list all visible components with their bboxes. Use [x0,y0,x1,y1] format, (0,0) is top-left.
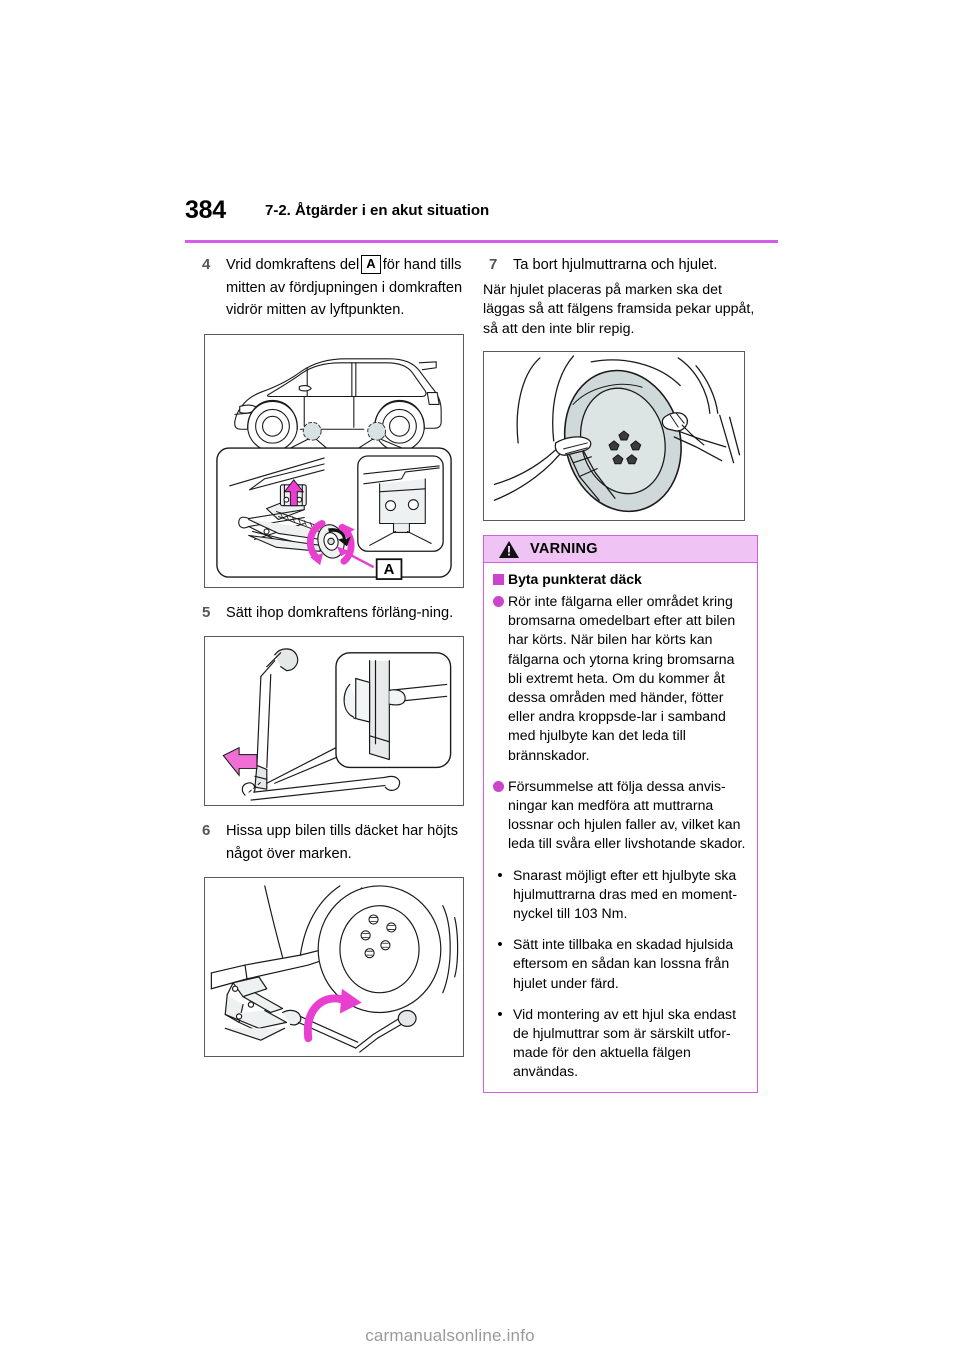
dot-marker-icon [493,596,504,607]
jack-extension-assembly-illustration [204,636,464,806]
dot-marker-icon [493,780,504,792]
warning-bullet-item-text: Sätt inte tillbaka en skadad hjulsida ef… [513,936,734,991]
warning-header: VARNING [484,536,757,563]
header-divider-rule [185,240,778,243]
callout-letter-a-inline: A [361,255,381,274]
warning-bullet-item-text: Snarast möjligt efter ett hjulbyte ska h… [513,866,738,922]
step-5-text: Sätt ihop domkraftens förläng-ning. [226,604,454,621]
step-6-text: Hissa upp bilen tills däcket har höjts n… [226,823,458,862]
step-7: 7 Ta bort hjulmuttrarna och hjulet. [483,254,758,277]
step-4-number: 4 [202,256,211,273]
warning-bullet-item: • Snarast möjligt efter ett hjulbyte ska… [493,866,748,924]
step-5-number: 5 [202,603,211,621]
step-7-number: 7 [489,256,498,273]
warning-bullet-item: • Sätt inte tillbaka en skadad hjulsida … [493,935,748,993]
warning-triangle-icon [499,540,519,558]
warning-subheading-text: Byta punkterat däck [508,571,642,587]
warning-bullet-item-text: Vid montering av ett hjul ska endast de … [513,1005,737,1080]
warning-body: Byta punkterat däck Rör inte fälgarna el… [484,563,757,1092]
warning-title: VARNING [530,541,598,557]
figure-callout-label-a: A [384,562,395,578]
step-6: 6 Hissa upp bilen tills däcket har höjts… [196,820,471,865]
warning-dot-item-text: Rör inte fälgarna eller området kring br… [508,593,736,763]
square-marker-icon [493,574,504,585]
page-header: 384 7-2. Åtgärder i en akut situation [185,196,778,240]
right-column: 7 Ta bort hjulmuttrarna och hjulet. När … [483,254,758,1093]
warning-bullet-item: • Vid montering av ett hjul ska endast d… [493,1005,748,1082]
raising-vehicle-with-jack-illustration [204,877,464,1057]
page-number: 384 [185,196,226,224]
step-5: 5 Sätt ihop domkraftens förläng-ning. [196,602,471,625]
warning-dot-item: Rör inte fälgarna eller området kring br… [493,592,748,765]
wheel-removal-illustration [483,351,745,521]
wheel-placement-paragraph: När hjulet placeras på marken ska det lä… [483,281,755,337]
footer-watermark: carmanualsonline.info [365,1326,535,1345]
bullet-glyph-icon: • [497,936,503,954]
bullet-glyph-icon: • [497,866,503,884]
bullet-glyph-icon: • [497,1005,503,1023]
step-4-text-after: för hand tills mitten av fördjupningen i… [226,257,463,318]
step-7-text: Ta bort hjulmuttrarna och hjulet. [513,257,718,273]
step-4-text-before: Vrid domkraftens del [226,257,360,273]
step-6-number: 6 [202,822,211,839]
warning-subheading: Byta punkterat däck [493,570,748,589]
warning-dot-item: Försummelse att följa dessa anvis-ningar… [493,777,748,854]
warning-dot-item-text: Försummelse att följa dessa anvis-ningar… [508,777,746,852]
warning-box: VARNING Byta punkterat däck Rör inte fäl… [483,535,758,1093]
section-title: 7-2. Åtgärder i en akut situation [265,202,490,219]
jack-positioning-illustration: A [204,333,464,588]
